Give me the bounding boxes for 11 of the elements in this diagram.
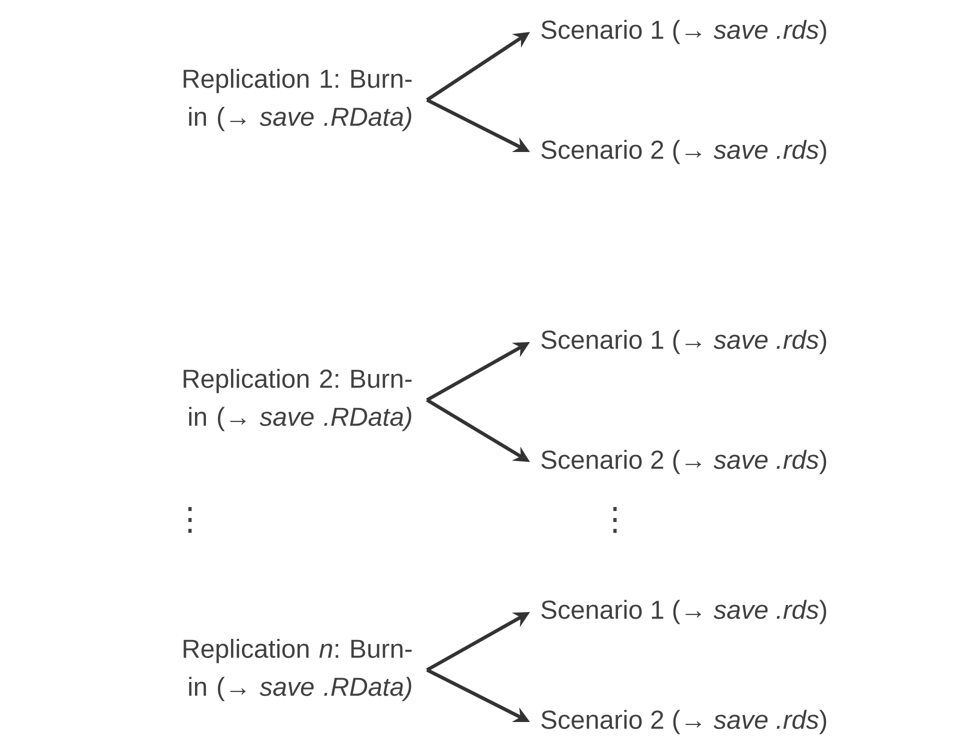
replication-label: Replication 1: Burn-in (→ save .RData) — [184, 68, 412, 132]
scenario-label: Scenario 2 (→ save .rds) — [541, 450, 826, 474]
scenario-label: Scenario 1 (→ save .rds) — [541, 600, 826, 624]
replication-label: Replication n: Burn-in (→ save .RData) — [184, 638, 412, 702]
scenario-label: Scenario 2 (→ save .rds) — [541, 140, 826, 164]
scenario-label: Scenario 2 (→ save .rds) — [541, 710, 826, 734]
scenario-label: Scenario 1 (→ save .rds) — [541, 20, 826, 44]
ellipsis-label: ⋮ — [613, 507, 617, 533]
replication-label: Replication 2: Burn-in (→ save .RData) — [184, 368, 412, 432]
ellipsis-label: ⋮ — [188, 507, 192, 533]
scenario-label: Scenario 1 (→ save .rds) — [541, 330, 826, 354]
